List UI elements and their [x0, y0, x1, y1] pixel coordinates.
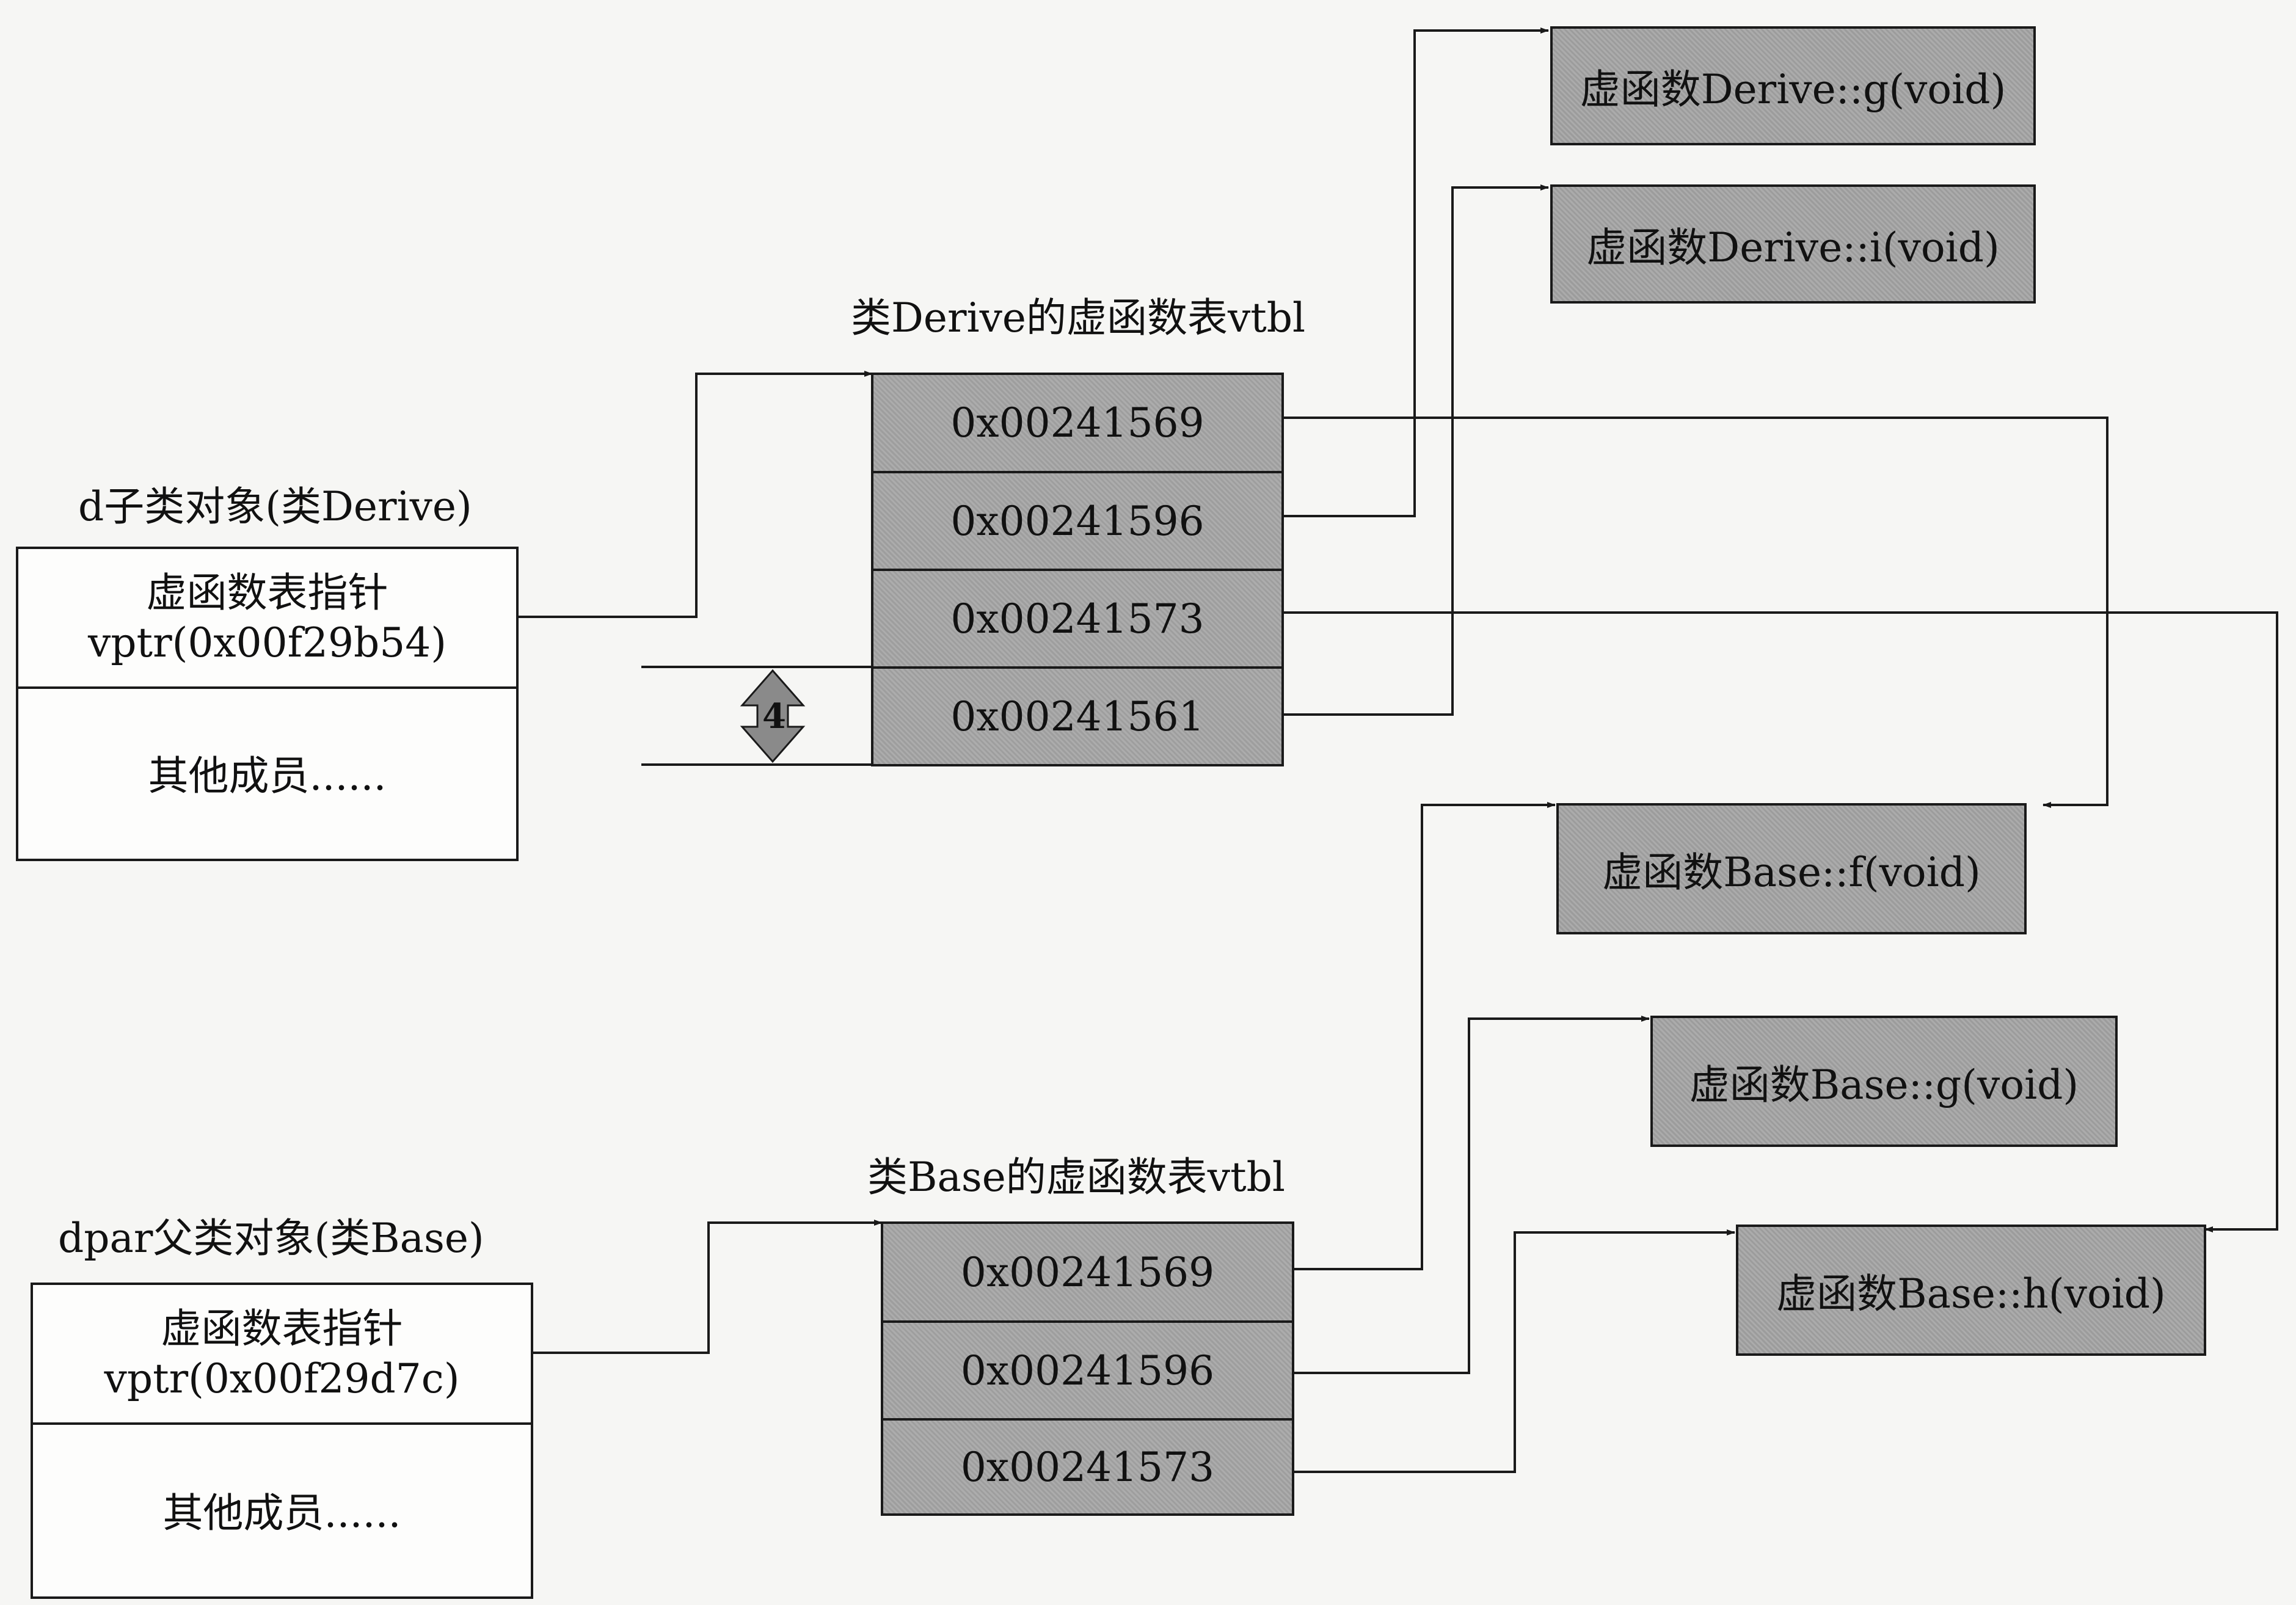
base-object-box: 虚函数表指针 vptr(0x00f29d7c) 其他成员...... — [31, 1283, 533, 1599]
derive-vtbl-entry: 0x00241569 — [873, 375, 1281, 471]
base-h-function-label: 虚函数Base::h(void) — [1776, 1270, 2166, 1317]
arrow-derive-entry1-to-derive-g — [1281, 27, 1549, 517]
base-vtbl-entry: 0x00241569 — [883, 1224, 1292, 1320]
arrow-derive-vptr-to-vtbl — [516, 371, 873, 618]
derive-vtbl-entry: 0x00241596 — [873, 471, 1281, 569]
base-vtbl-table: 0x00241569 0x00241596 0x00241573 — [881, 1221, 1294, 1516]
base-h-function-box: 虚函数Base::h(void) — [1736, 1225, 2206, 1356]
arrow-base-entry2-to-base-h — [1292, 1229, 1735, 1473]
base-f-function-box: 虚函数Base::f(void) — [1556, 803, 2027, 934]
derive-vptr-value: vptr(0x00f29b54) — [88, 619, 446, 666]
derive-vtbl-entry: 0x00241573 — [873, 569, 1281, 666]
base-g-function-box: 虚函数Base::g(void) — [1650, 1016, 2118, 1147]
base-vtbl-entry: 0x00241573 — [883, 1418, 1292, 1513]
base-vtbl-caption: 类Base的虚函数表vtbl — [867, 1154, 1285, 1201]
base-members-label: 其他成员...... — [162, 1489, 401, 1537]
derive-members-cell: 其他成员...... — [18, 686, 516, 859]
base-vptr-value: vptr(0x00f29d7c) — [104, 1355, 460, 1402]
derive-g-function-box: 虚函数Derive::g(void) — [1550, 26, 2036, 145]
entry-size-label: 4 — [762, 696, 786, 737]
derive-members-label: 其他成员...... — [148, 752, 387, 799]
base-members-cell: 其他成员...... — [33, 1422, 531, 1596]
arrow-derive-entry3-to-derive-i — [1281, 184, 1549, 716]
base-g-function-label: 虚函数Base::g(void) — [1689, 1061, 2079, 1108]
derive-vptr-cell: 虚函数表指针 vptr(0x00f29b54) — [18, 549, 516, 689]
arrow-base-vptr-to-vtbl — [531, 1220, 883, 1354]
derive-vptr-title: 虚函数表指针 — [146, 569, 388, 616]
derive-vtbl-caption: 类Derive的虚函数表vtbl — [851, 294, 1306, 341]
arrow-base-entry0-to-base-f — [1292, 802, 1556, 1270]
base-vptr-cell: 虚函数表指针 vptr(0x00f29d7c) — [33, 1285, 531, 1425]
base-object-caption: dpar父类对象(类Base) — [58, 1215, 484, 1262]
derive-vtbl-entry: 0x00241561 — [873, 666, 1281, 764]
base-vtbl-entry: 0x00241596 — [883, 1320, 1292, 1418]
derive-object-caption: d子类对象(类Derive) — [78, 483, 472, 530]
base-f-function-label: 虚函数Base::f(void) — [1602, 848, 1981, 896]
derive-object-box: 虚函数表指针 vptr(0x00f29b54) 其他成员...... — [16, 547, 519, 861]
entry-size-double-arrow — [740, 669, 806, 763]
arrow-base-entry1-to-base-g — [1292, 1016, 1650, 1374]
derive-i-function-box: 虚函数Derive::i(void) — [1550, 184, 2036, 304]
derive-g-function-label: 虚函数Derive::g(void) — [1580, 65, 2006, 113]
derive-i-function-label: 虚函数Derive::i(void) — [1586, 224, 2000, 271]
derive-vtbl-table: 0x00241569 0x00241596 0x00241573 0x00241… — [871, 373, 1284, 766]
arrow-derive-entry2-to-base-h — [1281, 611, 2278, 1232]
base-vptr-title: 虚函数表指针 — [161, 1305, 403, 1352]
